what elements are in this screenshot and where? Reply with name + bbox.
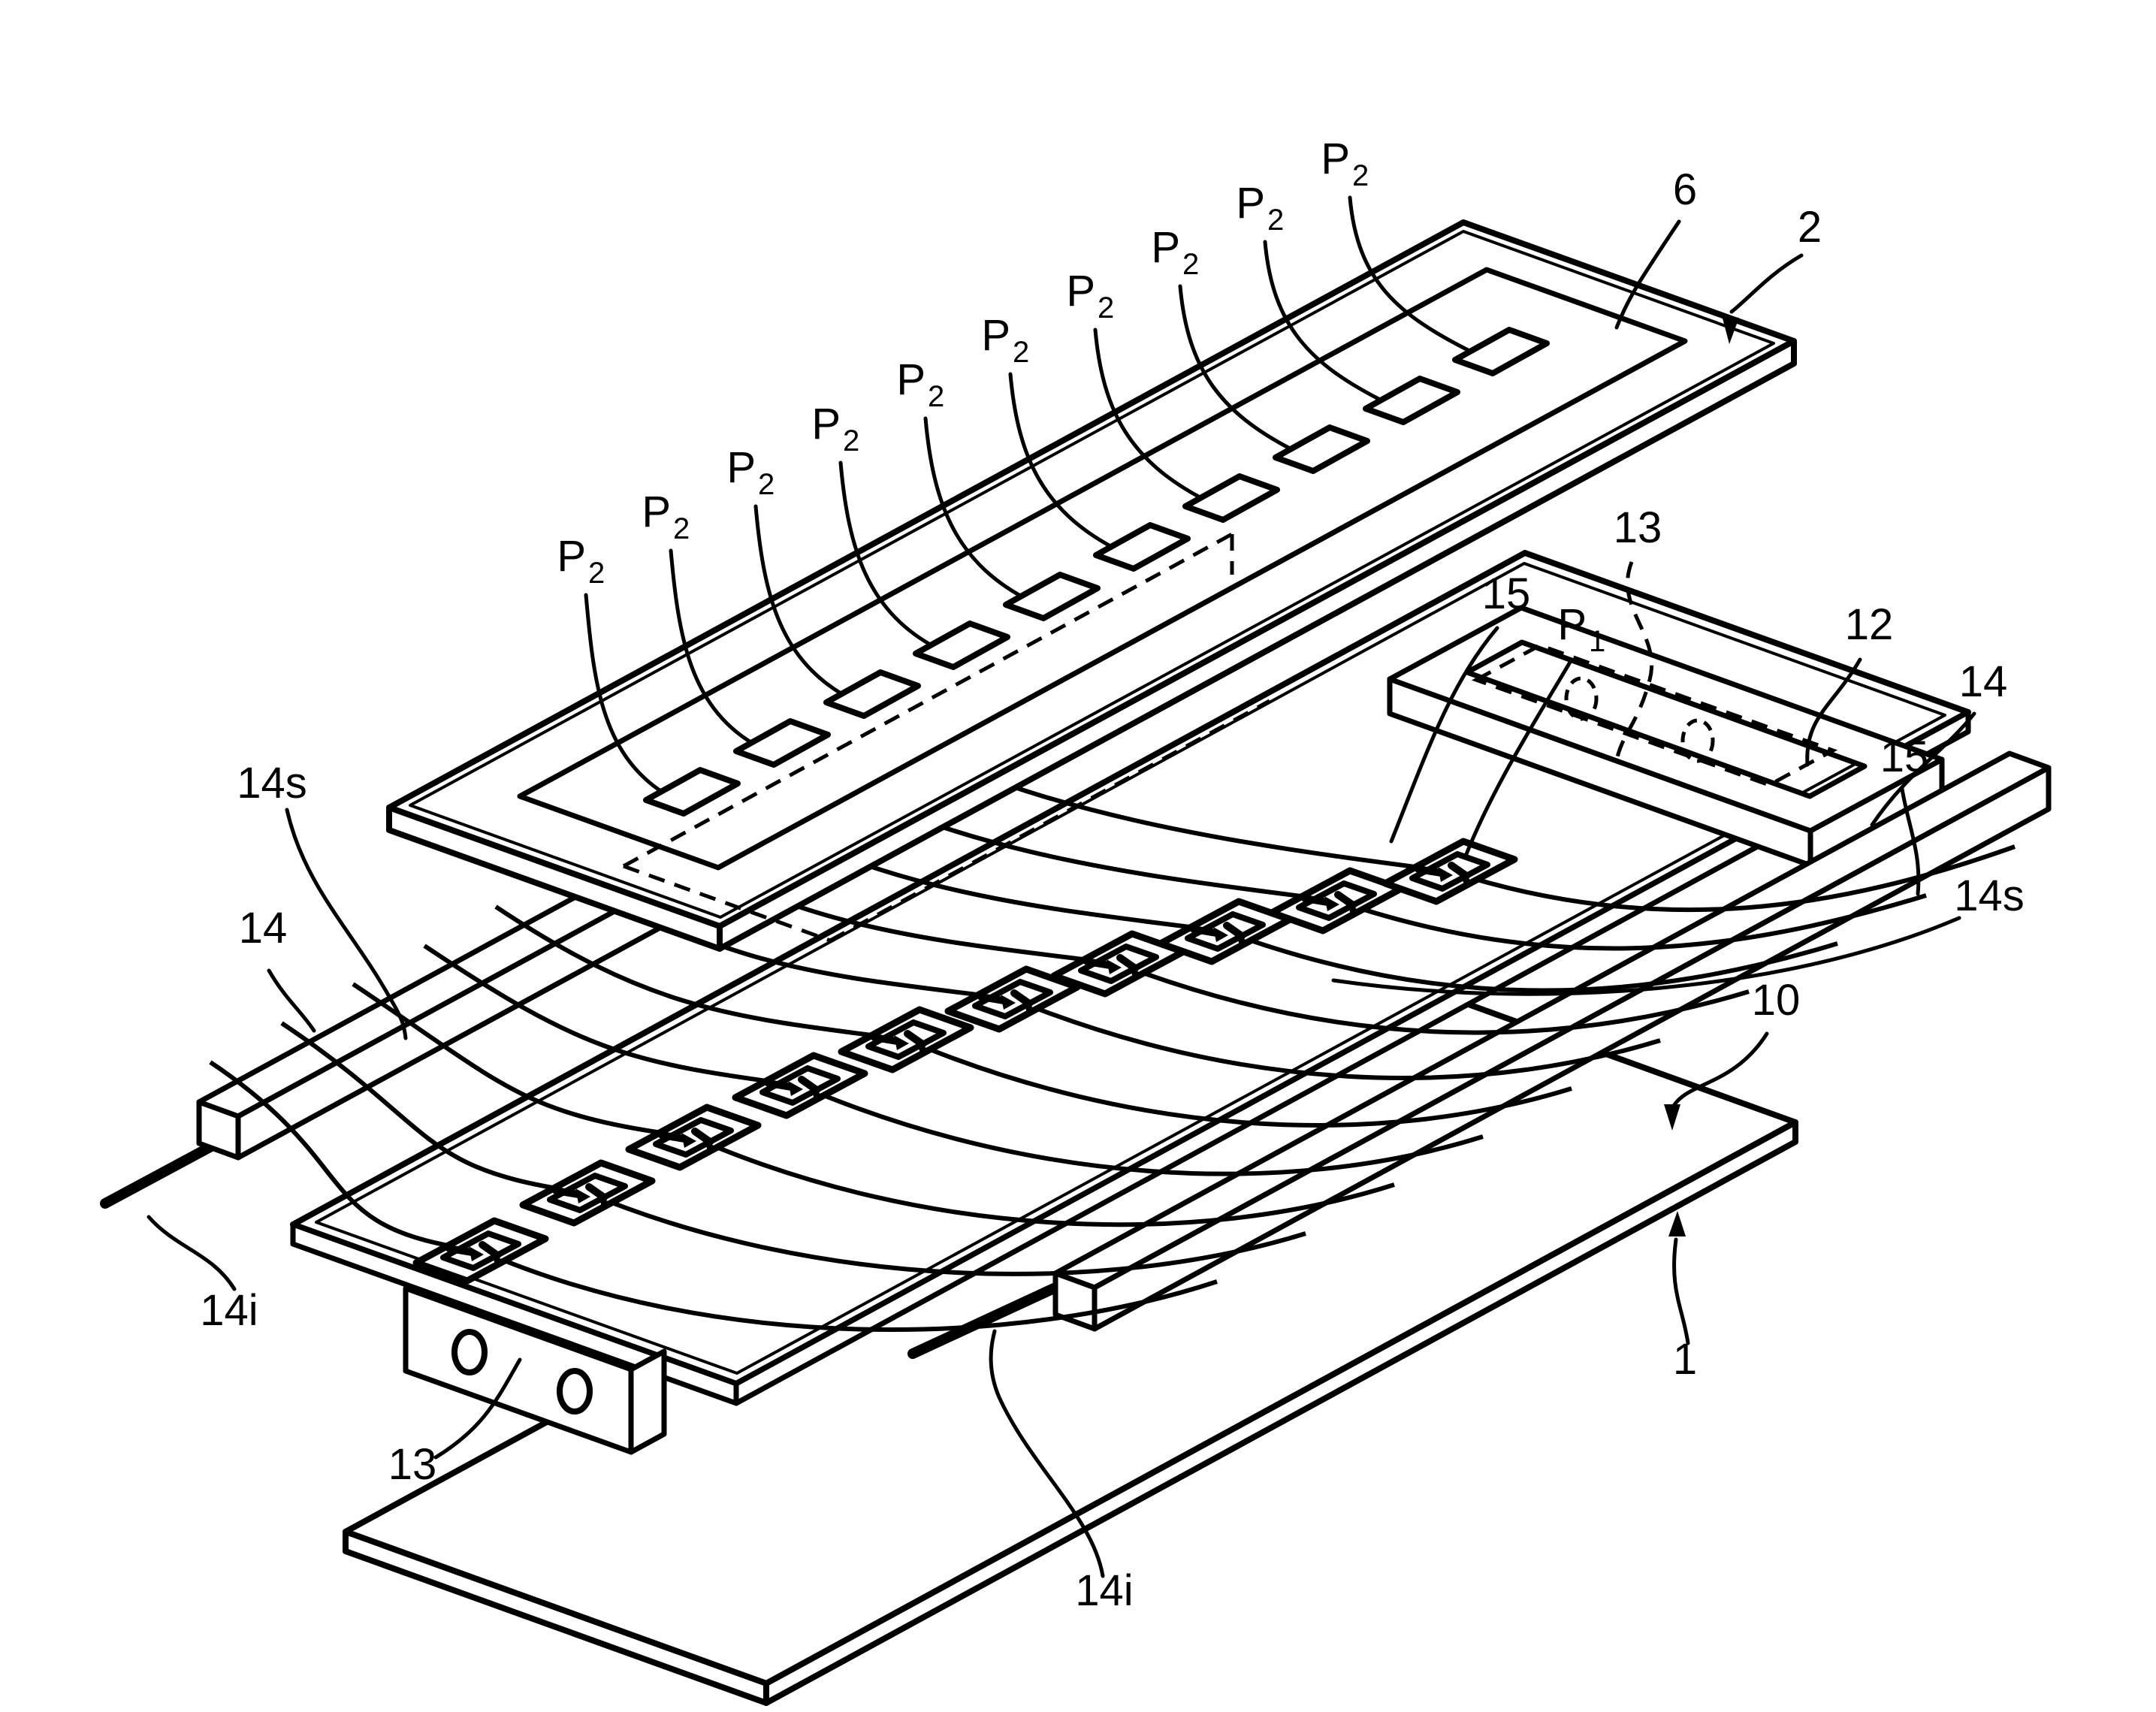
leader-p2 xyxy=(1008,372,1114,549)
label-p2 xyxy=(1236,179,1285,237)
label-15-right: 15 xyxy=(1880,732,1929,781)
leader-14i-left xyxy=(146,1215,237,1291)
hidden-block-hole xyxy=(1564,676,1599,721)
label-p2 xyxy=(557,532,605,590)
leader-p2 xyxy=(1178,284,1294,451)
leader-lines xyxy=(146,195,1976,1578)
block-hole xyxy=(451,1329,488,1375)
hidden-edges xyxy=(622,532,1271,943)
connector-block xyxy=(403,1285,667,1455)
leader-12 xyxy=(1805,657,1862,767)
label-12: 12 xyxy=(1845,600,1894,649)
leader-p2 xyxy=(1348,195,1473,354)
label-p1: P 1 xyxy=(1557,600,1605,658)
label-14s-right: 14s xyxy=(1954,871,2025,920)
label-14i-left: 14i xyxy=(200,1286,258,1335)
leader-10 xyxy=(1671,1031,1769,1108)
label-6: 6 xyxy=(1673,165,1697,214)
leader-6 xyxy=(1614,219,1681,330)
leader-p2 xyxy=(923,416,1024,599)
label-14-right: 14 xyxy=(1959,657,2008,706)
label-p2 xyxy=(896,355,945,413)
leader-1 xyxy=(1672,1237,1690,1345)
svg-text:1: 1 xyxy=(1589,625,1605,658)
label-p2 xyxy=(642,488,690,545)
bar-feed-wire xyxy=(907,1278,1070,1359)
leader-14s-left xyxy=(285,808,408,1040)
leader-14-left xyxy=(267,968,316,1033)
leader-15-top xyxy=(1389,626,1499,844)
label-10: 10 xyxy=(1752,976,1801,1025)
leader-p2 xyxy=(1263,240,1384,403)
label-p2 xyxy=(726,443,775,501)
hidden-block-hole xyxy=(1680,718,1715,763)
bar-feed-wire xyxy=(100,1134,231,1209)
leader-14-right xyxy=(1870,711,1976,827)
leader-2-arrowhead xyxy=(1722,316,1739,344)
label-14s-left: 14s xyxy=(237,759,307,808)
labels: 6 2 13 15 P 1 12 15 14 14s 10 1 14s 14 1… xyxy=(200,134,2025,1615)
label-13-hidden: 13 xyxy=(1614,503,1662,552)
leader-2 xyxy=(1729,253,1804,314)
leader-13-left xyxy=(433,1357,522,1460)
leader-p2 xyxy=(669,548,754,745)
leader-15-right xyxy=(1900,787,1921,896)
label-p2 xyxy=(1151,223,1200,281)
label-14i-bottom: 14i xyxy=(1075,1566,1133,1615)
leader-p1 xyxy=(1463,657,1574,860)
leader-p2 xyxy=(838,460,934,648)
label-13-left: 13 xyxy=(388,1440,437,1489)
near-bar xyxy=(907,750,2052,1359)
label-p2 xyxy=(811,400,860,457)
leader-14s-right xyxy=(1331,916,1961,996)
hidden-block-outline xyxy=(1471,643,1838,787)
leader-p2 xyxy=(584,593,664,794)
leader-p2 xyxy=(1093,328,1203,500)
label-2: 2 xyxy=(1798,203,1822,252)
label-1: 1 xyxy=(1673,1335,1697,1384)
block-hole xyxy=(557,1368,593,1415)
label-14-left: 14 xyxy=(239,904,288,953)
leader-p2 xyxy=(753,504,844,696)
top-plate xyxy=(386,219,1797,952)
leader-14i-bottom xyxy=(989,1329,1105,1578)
label-15-top: 15 xyxy=(1482,569,1531,618)
aperture-panel xyxy=(517,267,1688,871)
label-p2 xyxy=(1066,267,1115,325)
label-p2 xyxy=(981,311,1030,369)
pixel-wires xyxy=(209,710,2016,1333)
label-p2 xyxy=(1321,134,1369,192)
leader-10-arrowhead xyxy=(1664,1104,1680,1131)
leader-1-arrowhead xyxy=(1668,1211,1686,1236)
svg-text:P: P xyxy=(1557,600,1587,649)
leader-13-hidden xyxy=(1614,561,1654,761)
